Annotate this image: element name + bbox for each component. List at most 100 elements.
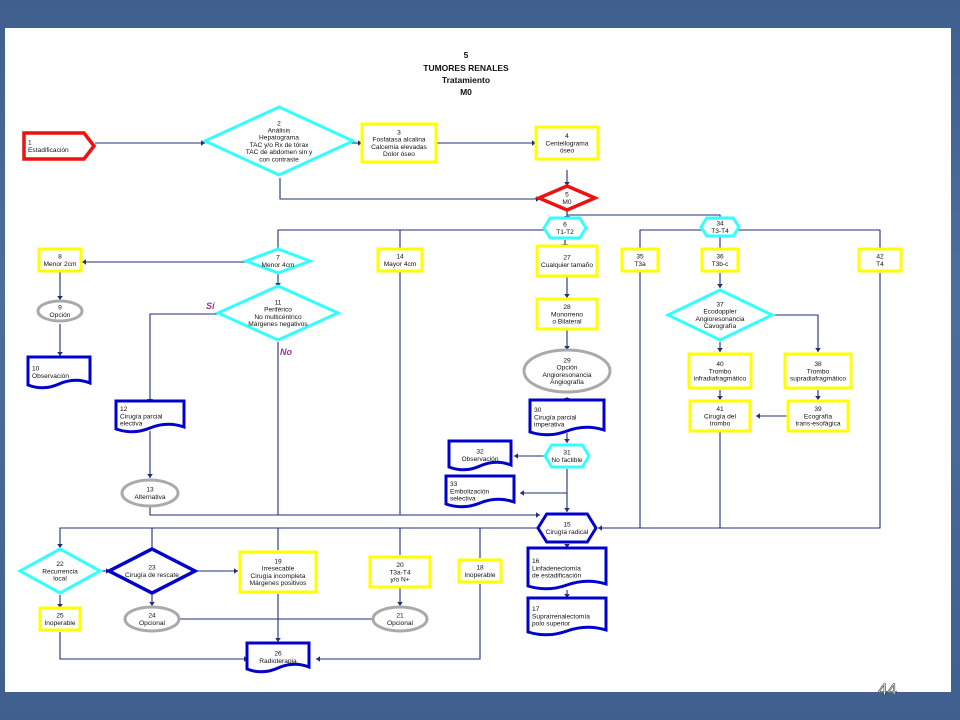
node-label: TAC y/o Rx de tórax	[250, 142, 310, 149]
node-shape	[16, 547, 104, 595]
node-shape	[105, 547, 199, 595]
node-number: 42	[876, 254, 884, 261]
arrow-head	[536, 512, 540, 518]
node-label: Opcional	[387, 620, 414, 627]
arrow-head	[514, 453, 518, 459]
node-shape	[526, 596, 608, 637]
title-line2: Tratamiento	[442, 75, 490, 85]
node-shape	[201, 105, 357, 177]
node-shape	[38, 606, 82, 632]
arrow-head	[756, 413, 760, 419]
arrow-head	[717, 396, 723, 400]
node-label: Análisis	[268, 128, 291, 135]
arrow-head	[520, 490, 524, 496]
node-shape	[535, 297, 599, 331]
node-number: 9	[58, 305, 62, 312]
node-number: 27	[563, 255, 571, 262]
node-label: T3-T4	[711, 228, 729, 235]
node-number: 35	[636, 254, 644, 261]
node-label: Embolización	[450, 488, 490, 495]
arrow-head	[275, 638, 281, 642]
node-label: Cavografía	[704, 323, 737, 330]
node-label: No multicéntrico	[254, 314, 302, 321]
node-shape	[245, 641, 311, 674]
node-number: 41	[716, 406, 724, 413]
node-number: 23	[148, 565, 156, 572]
arrow-head	[717, 284, 723, 288]
node-label: Radioterapia	[259, 658, 297, 665]
node-label: y/o N+	[390, 577, 409, 584]
node-shape	[687, 352, 753, 390]
connector-line	[149, 313, 218, 403]
node-label: o Bilateral	[552, 319, 582, 326]
arrow-head	[57, 296, 63, 300]
node-shape	[214, 284, 342, 342]
node-label: Ecodoppler	[703, 309, 737, 316]
node-number: 13	[146, 487, 154, 494]
node-number: 10	[32, 366, 40, 373]
node-shape	[534, 125, 600, 161]
node-label: Inoperable	[464, 572, 495, 579]
node-shape	[238, 550, 318, 594]
node-label: trombo	[710, 421, 731, 428]
connector-line	[598, 273, 881, 529]
node-shape	[447, 439, 513, 472]
arrow-head	[564, 294, 570, 298]
node-label: Cualquier tamaño	[541, 262, 593, 269]
arrow-head	[57, 352, 63, 356]
node-shape	[786, 399, 850, 433]
node-label: imperativa	[534, 422, 565, 429]
node-label: Ecografía	[804, 413, 833, 420]
node-label: de estadificación	[532, 573, 581, 580]
node-label: T4	[876, 261, 884, 268]
node-label: Observación	[461, 456, 498, 463]
node-shape	[371, 605, 429, 633]
node-label: Menor 2cm	[44, 261, 77, 268]
node-label: electiva	[120, 421, 143, 428]
connector-line	[316, 584, 481, 660]
arrow-head	[564, 594, 570, 598]
node-shape	[360, 122, 438, 164]
node-label: Opción	[50, 312, 71, 319]
connector-line	[773, 314, 819, 352]
arrow-head	[532, 140, 536, 146]
connector-line	[279, 178, 540, 200]
node-label: Hepatograma	[259, 135, 299, 142]
node-label: óseo	[560, 148, 575, 155]
node-label: Centellograma	[546, 140, 589, 147]
node-label: T3b-c	[712, 261, 730, 268]
arrow-head	[234, 568, 238, 574]
node-label: Irresecable	[262, 566, 295, 573]
node-label: Monorreno	[551, 311, 583, 318]
node-shape	[37, 247, 83, 273]
node-number: 31	[563, 450, 571, 457]
connector-line	[520, 469, 568, 494]
node-shape	[36, 299, 84, 323]
node-number: 22	[56, 561, 64, 568]
branch-label-si: Sí	[206, 301, 216, 311]
node-label: infradiafragmático	[694, 376, 747, 383]
arrow-head	[815, 348, 821, 352]
node-shape	[542, 216, 588, 240]
node-label: T3a-T4	[389, 569, 411, 576]
connector-line	[720, 229, 881, 248]
node-number: 28	[563, 304, 571, 311]
node-5: 5M0	[534, 184, 600, 212]
node-label: No factible	[551, 457, 582, 464]
arrow-head	[316, 656, 320, 662]
node-number: 21	[396, 613, 404, 620]
